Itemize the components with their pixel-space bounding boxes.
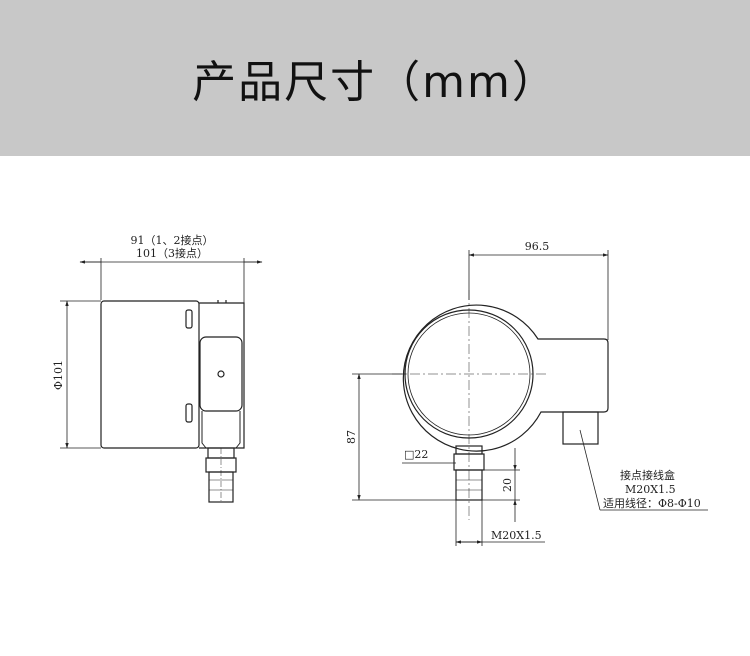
box-thread-label: M20X1.5	[625, 483, 676, 496]
thread-label: M20X1.5	[491, 529, 542, 542]
dial-inner	[407, 312, 531, 436]
side-width-label-1: 91（1、2接点）	[131, 234, 214, 247]
box-screw	[217, 370, 225, 378]
thread-length-label: 20	[501, 478, 514, 492]
junction-box	[199, 336, 243, 412]
cable-gland	[562, 411, 599, 445]
page-title: 产品尺寸（mm）	[192, 57, 558, 108]
flange-slot-bottom	[185, 403, 193, 423]
flange-slot-top	[185, 309, 193, 329]
box-label: 接点接线盒	[620, 468, 675, 482]
header-banner: 产品尺寸（mm）	[0, 0, 750, 156]
case-body	[100, 300, 200, 449]
side-width-label-2: 101（3接点）	[136, 247, 208, 260]
front-view	[352, 250, 708, 546]
case-flange	[199, 302, 245, 449]
front-case-outline	[402, 304, 609, 452]
box-leader	[579, 429, 601, 511]
front-width-label: 96.5	[525, 240, 550, 253]
front-height-label: 87	[345, 430, 358, 444]
side-diameter-label: Φ101	[52, 360, 65, 390]
side-view	[60, 258, 263, 503]
hex-size-label: □22	[404, 448, 428, 461]
front-socket-thread	[455, 469, 483, 501]
cable-diameter-label: 适用线径：Φ8-Φ10	[603, 496, 701, 510]
